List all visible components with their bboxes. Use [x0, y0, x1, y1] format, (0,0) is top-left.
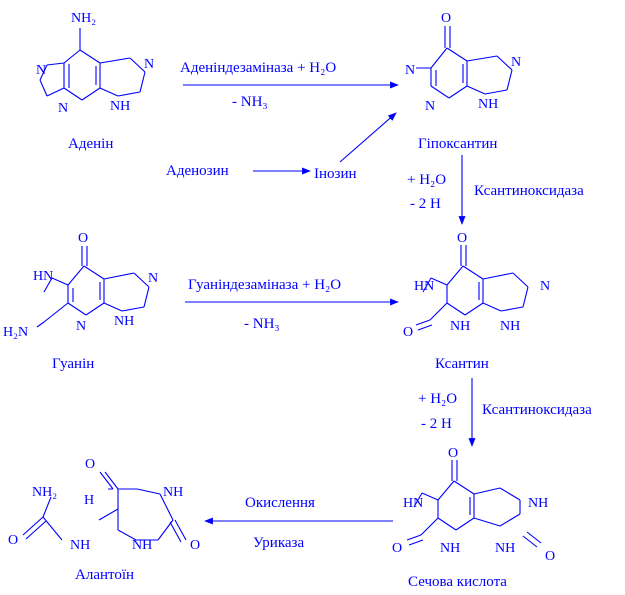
guanine-deaminase-label: Гуаніндезаміназа + H₂O	[188, 277, 341, 293]
minus-nh3-label-1: - NH₃	[232, 94, 268, 110]
minus-2h-label-1: - 2 H	[410, 196, 441, 212]
uric-acid-label: Сечова кислота	[408, 574, 507, 590]
uric-acid-o2: O	[392, 541, 402, 556]
hypoxanthine-n7: N	[511, 55, 521, 70]
allantoin-nh2: NH₂	[32, 485, 57, 500]
hypoxanthine-n1: N	[405, 63, 415, 78]
adenosine-label: Аденозин	[166, 163, 229, 179]
allantoin-o-urea: O	[8, 533, 18, 548]
uricase-label: Уриказа	[253, 535, 304, 551]
uric-acid-structure: O HN O NH NH NH O	[392, 446, 555, 564]
allantoin-label: Алантоїн	[75, 567, 134, 583]
xanthine-nh3: NH	[450, 319, 470, 334]
xanthine-bonds	[415, 245, 529, 331]
guanine-n7: N	[148, 271, 158, 286]
xanthine-hn1: HN	[414, 279, 434, 294]
adenine-deaminase-label: Аденіндезаміназа + H₂O	[180, 60, 336, 76]
minus-2h-label-2: - 2 H	[421, 416, 452, 432]
uric-acid-bonds	[406, 460, 542, 548]
allantoin-h: H	[84, 493, 94, 508]
allantoin-o2: O	[190, 538, 200, 553]
hypoxanthine-nh9: NH	[478, 97, 498, 112]
adenine-n1: N	[36, 63, 46, 78]
uric-acid-nh3: NH	[440, 541, 460, 556]
adenine-label: Аденін	[68, 136, 113, 152]
guanine-o: O	[78, 231, 88, 246]
xanthine-structure: O HN O NH N NH	[403, 231, 550, 340]
guanine-hn1: HN	[33, 269, 53, 284]
adenine-n3: N	[58, 101, 68, 116]
allantoin-o4: O	[85, 457, 95, 472]
uric-acid-hn1: HN	[403, 496, 423, 511]
guanine-label: Гуанін	[52, 356, 94, 372]
oxidation-label: Окислення	[245, 495, 315, 511]
uric-acid-o8: O	[545, 549, 555, 564]
hypoxanthine-label: Гіпоксантин	[418, 136, 497, 152]
xanthine-oxidase-label-1: Ксантиноксидаза	[474, 183, 584, 199]
adenine-structure: NH₂ N N N NH	[36, 11, 154, 116]
allantoin-nh3: NH	[163, 485, 183, 500]
uric-acid-nh7: NH	[528, 496, 548, 511]
guanine-n3: N	[76, 319, 86, 334]
guanine-structure: O HN H₂N N N NH	[3, 231, 158, 340]
allantoin-nh-link: NH	[70, 538, 90, 553]
xanthine-o2: O	[403, 325, 413, 340]
plus-h2o-label-2: + H₂O	[418, 391, 457, 407]
xanthine-nh9: NH	[500, 319, 520, 334]
plus-h2o-label-1: + H₂O	[407, 172, 446, 188]
uric-acid-o6: O	[448, 446, 458, 461]
allantoin-structure: NH₂ O NH H O NH NH O	[8, 457, 200, 553]
arrow-inosine-hypoxanthine	[339, 112, 397, 163]
adenine-n7: N	[144, 57, 154, 72]
guanine-h2n: H₂N	[3, 325, 28, 340]
adenine-nh2: NH₂	[71, 11, 96, 26]
allantoin-nh1: NH	[132, 538, 152, 553]
hypoxanthine-structure: O N N N NH	[405, 11, 521, 114]
guanine-nh9: NH	[114, 314, 134, 329]
allantoin-bonds	[22, 471, 187, 543]
hypoxanthine-n3: N	[425, 99, 435, 114]
hypoxanthine-o: O	[441, 11, 451, 26]
xanthine-n7: N	[540, 279, 550, 294]
inosine-label: Інозин	[314, 166, 357, 182]
xanthine-oxidase-label-2: Ксантиноксидаза	[482, 402, 592, 418]
guanine-bonds	[36, 246, 150, 328]
hypoxanthine-bonds	[416, 26, 513, 99]
xanthine-label: Ксантин	[435, 356, 489, 372]
minus-nh3-label-2: - NH₃	[244, 316, 280, 332]
uric-acid-nh9: NH	[495, 541, 515, 556]
adenine-bonds	[39, 28, 146, 101]
xanthine-o6: O	[457, 231, 467, 246]
adenine-nh9: NH	[110, 99, 130, 114]
